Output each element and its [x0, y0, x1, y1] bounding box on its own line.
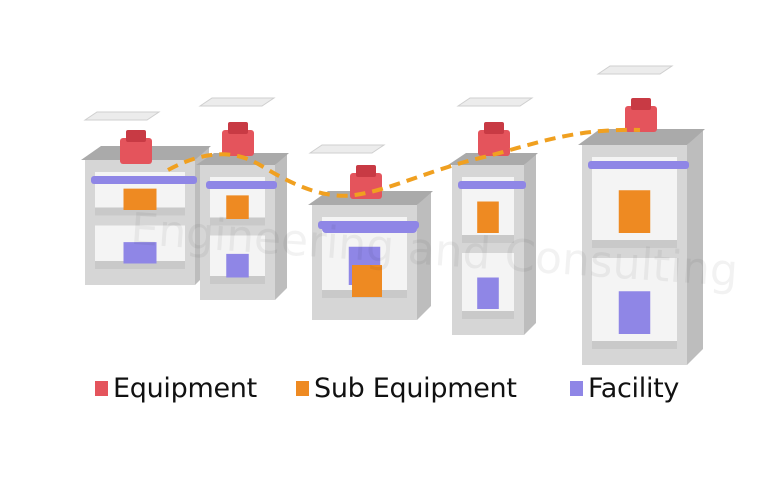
floor-slab: [462, 235, 514, 243]
floor-slab: [592, 341, 677, 349]
floor-slab: [462, 311, 514, 319]
roof-panel: [308, 144, 386, 154]
dashed-path-line: [167, 127, 641, 198]
tower-2: [196, 97, 289, 300]
legend-item-equipment: Equipment: [95, 373, 257, 404]
tower-side: [524, 153, 536, 335]
tower-side: [417, 191, 431, 320]
facility: [226, 253, 249, 278]
facility-pipe: [322, 223, 417, 233]
facility-pipe: [458, 181, 526, 189]
facility: [123, 242, 157, 264]
legend-label: Sub Equipment: [314, 373, 517, 404]
roof-panel: [456, 97, 534, 107]
legend-label: Facility: [588, 373, 680, 404]
tower-1: [81, 111, 211, 285]
equipment: [625, 106, 657, 132]
top-plate: [578, 129, 705, 145]
facility-pipe: [91, 176, 197, 184]
equipment: [120, 138, 152, 164]
equipment-swatch: [95, 381, 108, 396]
equipment-top: [126, 130, 146, 142]
floor-slab: [592, 240, 677, 248]
roof-panel: [198, 97, 276, 107]
sub-equipment: [226, 195, 249, 219]
sub-equipment: [618, 190, 651, 233]
equipment-top: [356, 165, 376, 177]
tower-4: [448, 97, 538, 335]
sub-equipment-swatch: [296, 381, 309, 396]
equipment: [478, 130, 510, 156]
equipment-top: [228, 122, 248, 134]
floor-slab: [210, 217, 265, 226]
sub-equipment: [123, 188, 157, 210]
facility: [618, 291, 651, 334]
top-plate: [448, 153, 538, 165]
tower-5: [578, 65, 705, 365]
sub-equipment: [352, 265, 382, 297]
floor-slab: [210, 276, 265, 284]
equipment-top: [631, 98, 651, 110]
facility-pipe: [206, 181, 277, 189]
legend-label: Equipment: [113, 373, 257, 404]
floor-slab: [95, 207, 185, 216]
facility-pipe: [588, 161, 689, 169]
floor-slab: [95, 261, 185, 269]
equipment: [222, 130, 254, 156]
legend-item-facility: Facility: [570, 373, 679, 404]
legend: Equipment Sub Equipment Facility: [0, 373, 768, 413]
legend-item-sub-equipment: Sub Equipment: [296, 373, 517, 404]
sub-equipment: [477, 201, 499, 233]
roof-panel: [596, 65, 674, 75]
tower-side: [275, 153, 287, 300]
tower-side: [687, 129, 703, 365]
roof-panel: [83, 111, 161, 121]
facility: [477, 277, 499, 309]
equipment-top: [484, 122, 504, 134]
facility-swatch: [570, 381, 583, 396]
tower-3: [308, 144, 433, 320]
